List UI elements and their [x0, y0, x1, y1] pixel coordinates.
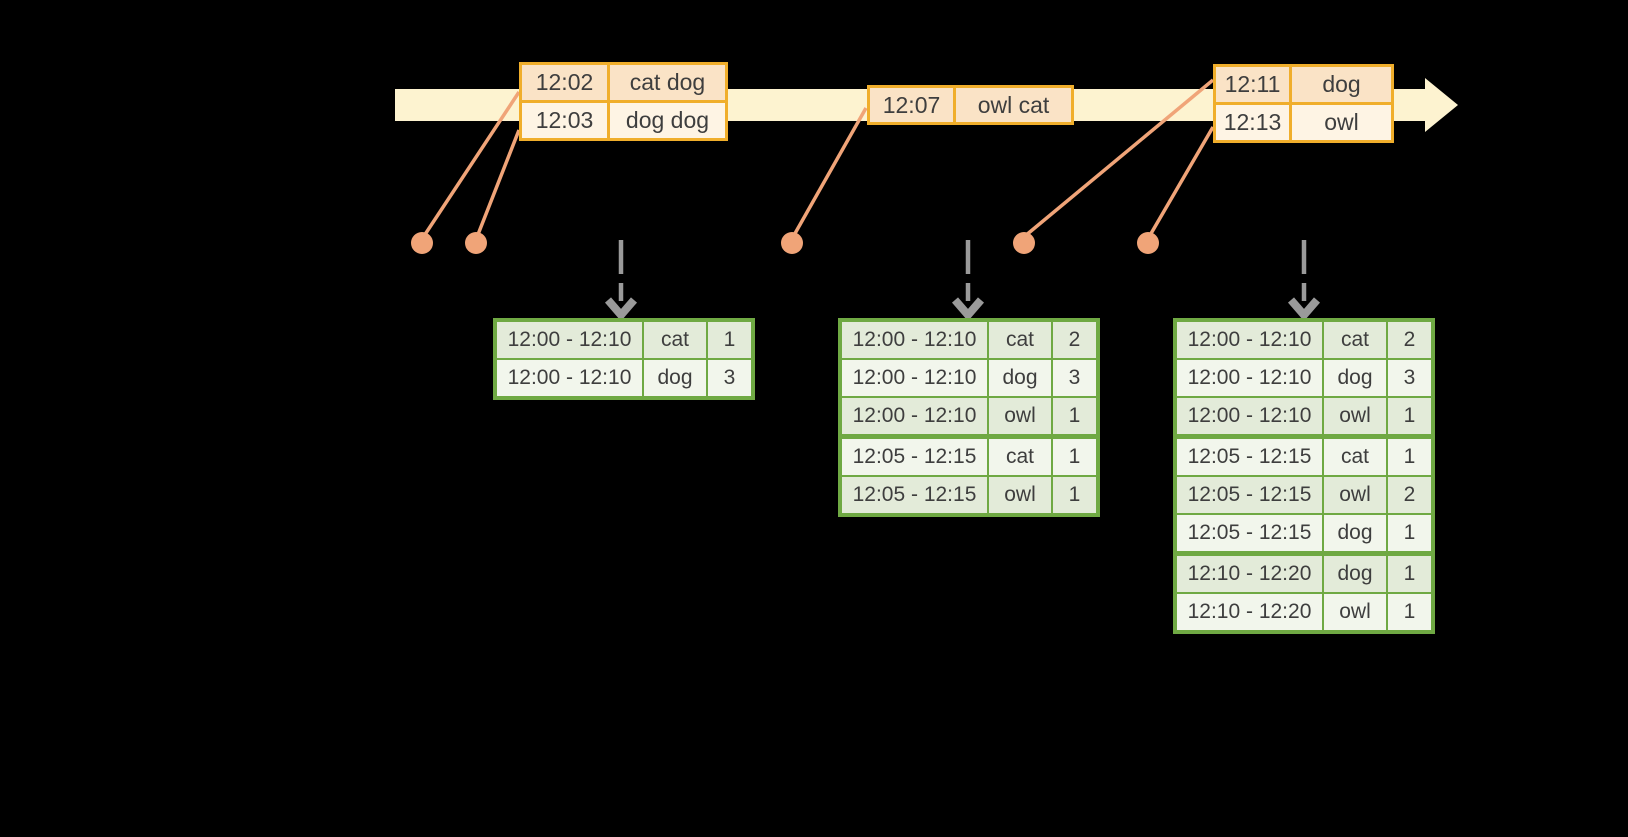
count-cell: 1 [1051, 396, 1099, 439]
timeline-arrowhead-icon [1425, 78, 1458, 132]
count-cell: 3 [706, 358, 754, 399]
word-cell: cat [1322, 319, 1388, 360]
result-table-1: 12:00 - 12:10 cat 1 12:00 - 12:10 dog 3 [493, 318, 755, 400]
word-cell: owl [1322, 592, 1388, 633]
table-row: 12:00 - 12:10 owl 1 [1174, 396, 1434, 439]
word-cell: cat [642, 319, 708, 360]
word-cell: dog [1322, 513, 1388, 556]
window-cell: 12:05 - 12:15 [839, 475, 989, 516]
count-cell: 2 [1386, 475, 1434, 515]
event-time: 12:07 [867, 85, 956, 125]
table-row: 12:00 - 12:10 cat 2 [1174, 319, 1434, 360]
count-cell: 2 [1051, 319, 1099, 360]
window-cell: 12:10 - 12:20 [1174, 552, 1324, 594]
count-cell: 2 [1386, 319, 1434, 360]
table-row: 12:10 - 12:20 owl 1 [1174, 592, 1434, 633]
trigger-arrow-icon [1287, 240, 1321, 322]
table-row: 12:00 - 12:10 cat 1 [494, 319, 754, 360]
table-row: 12:05 - 12:15 owl 1 [839, 475, 1099, 516]
word-cell: dog [1322, 552, 1388, 594]
event-time: 12:13 [1213, 102, 1292, 143]
word-cell: cat [987, 319, 1053, 360]
table-row: 12:00 - 12:10 cat 2 [839, 319, 1099, 360]
count-cell: 1 [1051, 475, 1099, 516]
result-table-2: 12:00 - 12:10 cat 2 12:00 - 12:10 dog 3 … [838, 318, 1100, 517]
event-words: owl cat [953, 85, 1074, 125]
event-table-3: 12:11 dog 12:13 owl [1213, 64, 1394, 143]
window-cell: 12:00 - 12:10 [839, 319, 989, 360]
window-cell: 12:10 - 12:20 [1174, 592, 1324, 633]
event-dot-icon [1013, 232, 1035, 254]
table-row: 12:00 - 12:10 dog 3 [839, 358, 1099, 398]
word-cell: owl [1322, 475, 1388, 515]
event-dot-icon [411, 232, 433, 254]
event-words: cat dog [607, 62, 728, 103]
window-cell: 12:00 - 12:10 [1174, 358, 1324, 398]
count-cell: 1 [706, 319, 754, 360]
count-cell: 3 [1386, 358, 1434, 398]
event-time: 12:02 [519, 62, 610, 103]
word-cell: owl [1322, 396, 1388, 439]
trigger-arrow-icon [951, 240, 985, 322]
event-connector-line [1147, 126, 1215, 238]
table-row: 12:05 - 12:15 dog 1 [1174, 513, 1434, 556]
window-cell: 12:05 - 12:15 [839, 435, 989, 477]
event-row: 12:11 dog [1213, 64, 1394, 105]
count-cell: 1 [1051, 435, 1099, 477]
event-dot-icon [1137, 232, 1159, 254]
table-row: 12:05 - 12:15 cat 1 [1174, 435, 1434, 477]
window-cell: 12:00 - 12:10 [1174, 319, 1324, 360]
event-words: owl [1289, 102, 1394, 143]
event-row: 12:02 cat dog [519, 62, 728, 103]
event-dot-icon [465, 232, 487, 254]
event-connector-line [791, 107, 868, 238]
event-connector-line [475, 129, 521, 238]
window-cell: 12:00 - 12:10 [494, 319, 644, 360]
table-row: 12:10 - 12:20 dog 1 [1174, 552, 1434, 594]
table-row: 12:00 - 12:10 dog 3 [1174, 358, 1434, 398]
count-cell: 3 [1051, 358, 1099, 398]
event-words: dog [1289, 64, 1394, 105]
word-cell: dog [987, 358, 1053, 398]
table-row: 12:05 - 12:15 owl 2 [1174, 475, 1434, 515]
event-connector-line [1023, 78, 1215, 238]
count-cell: 1 [1386, 396, 1434, 439]
event-table-1: 12:02 cat dog 12:03 dog dog [519, 62, 728, 141]
trigger-arrow-icon [604, 240, 638, 322]
table-row: 12:00 - 12:10 owl 1 [839, 396, 1099, 439]
event-time: 12:03 [519, 100, 610, 141]
word-cell: dog [642, 358, 708, 399]
table-row: 12:05 - 12:15 cat 1 [839, 435, 1099, 477]
window-cell: 12:00 - 12:10 [494, 358, 644, 399]
event-row: 12:07 owl cat [867, 85, 1074, 125]
window-cell: 12:00 - 12:10 [839, 396, 989, 439]
word-cell: dog [1322, 358, 1388, 398]
result-table-3: 12:00 - 12:10 cat 2 12:00 - 12:10 dog 3 … [1173, 318, 1435, 634]
window-cell: 12:05 - 12:15 [1174, 435, 1324, 477]
window-cell: 12:05 - 12:15 [1174, 513, 1324, 556]
event-row: 12:03 dog dog [519, 100, 728, 141]
event-row: 12:13 owl [1213, 102, 1394, 143]
window-cell: 12:00 - 12:10 [839, 358, 989, 398]
word-cell: cat [987, 435, 1053, 477]
event-time: 12:11 [1213, 64, 1292, 105]
event-table-2: 12:07 owl cat [867, 85, 1074, 125]
event-dot-icon [781, 232, 803, 254]
table-row: 12:00 - 12:10 dog 3 [494, 358, 754, 399]
count-cell: 1 [1386, 592, 1434, 633]
window-cell: 12:00 - 12:10 [1174, 396, 1324, 439]
count-cell: 1 [1386, 552, 1434, 594]
word-cell: cat [1322, 435, 1388, 477]
word-cell: owl [987, 475, 1053, 516]
event-words: dog dog [607, 100, 728, 141]
word-cell: owl [987, 396, 1053, 439]
window-cell: 12:05 - 12:15 [1174, 475, 1324, 515]
count-cell: 1 [1386, 435, 1434, 477]
event-connector-line [422, 91, 521, 237]
count-cell: 1 [1386, 513, 1434, 556]
